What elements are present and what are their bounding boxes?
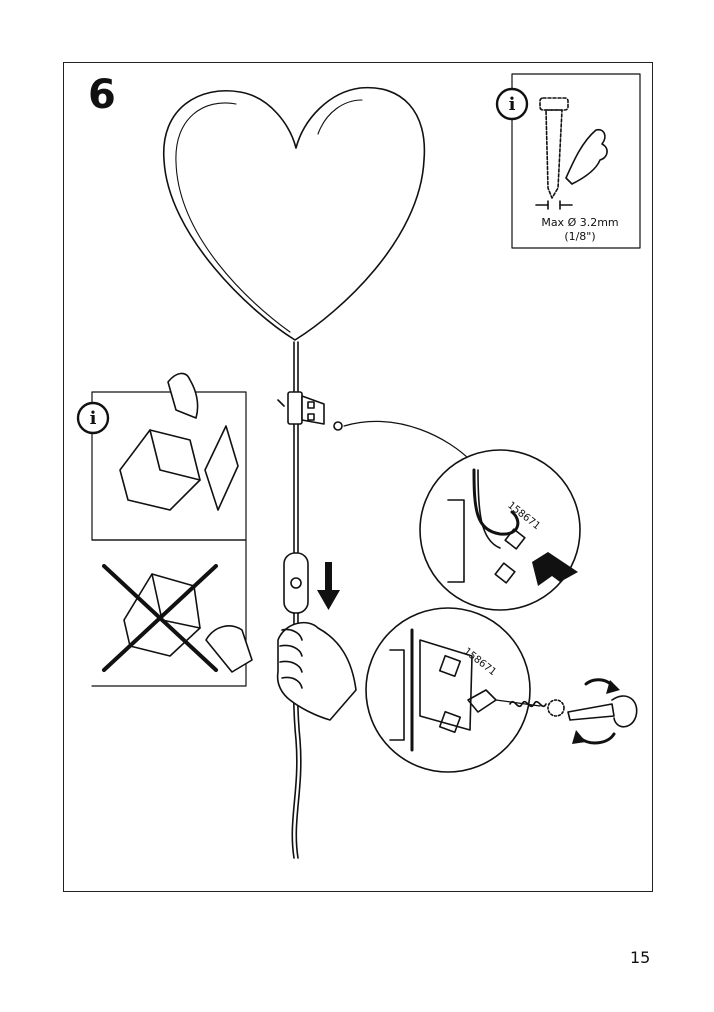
wrong-clip-box [91,539,253,687]
info-icon: i [508,94,516,115]
correct-clip-info-box [76,372,247,541]
cable-clip [277,391,471,461]
step-number: 6 [88,72,116,118]
screw-max-diameter-inch-label: (1/8") [564,230,596,243]
zoom-detail-top [419,449,581,611]
zoom-detail-bottom [365,607,638,773]
inline-switch [283,552,309,614]
page-number: 15 [630,948,651,967]
screw-max-diameter-label: Max Ø 3.2mm [541,216,619,229]
info-icon: i [89,408,97,429]
heart-lamp [163,86,426,341]
pull-down-arrow [317,562,340,610]
instruction-frame [63,62,653,892]
screw-info-box [495,73,641,249]
hand-holding-cable [276,621,357,721]
